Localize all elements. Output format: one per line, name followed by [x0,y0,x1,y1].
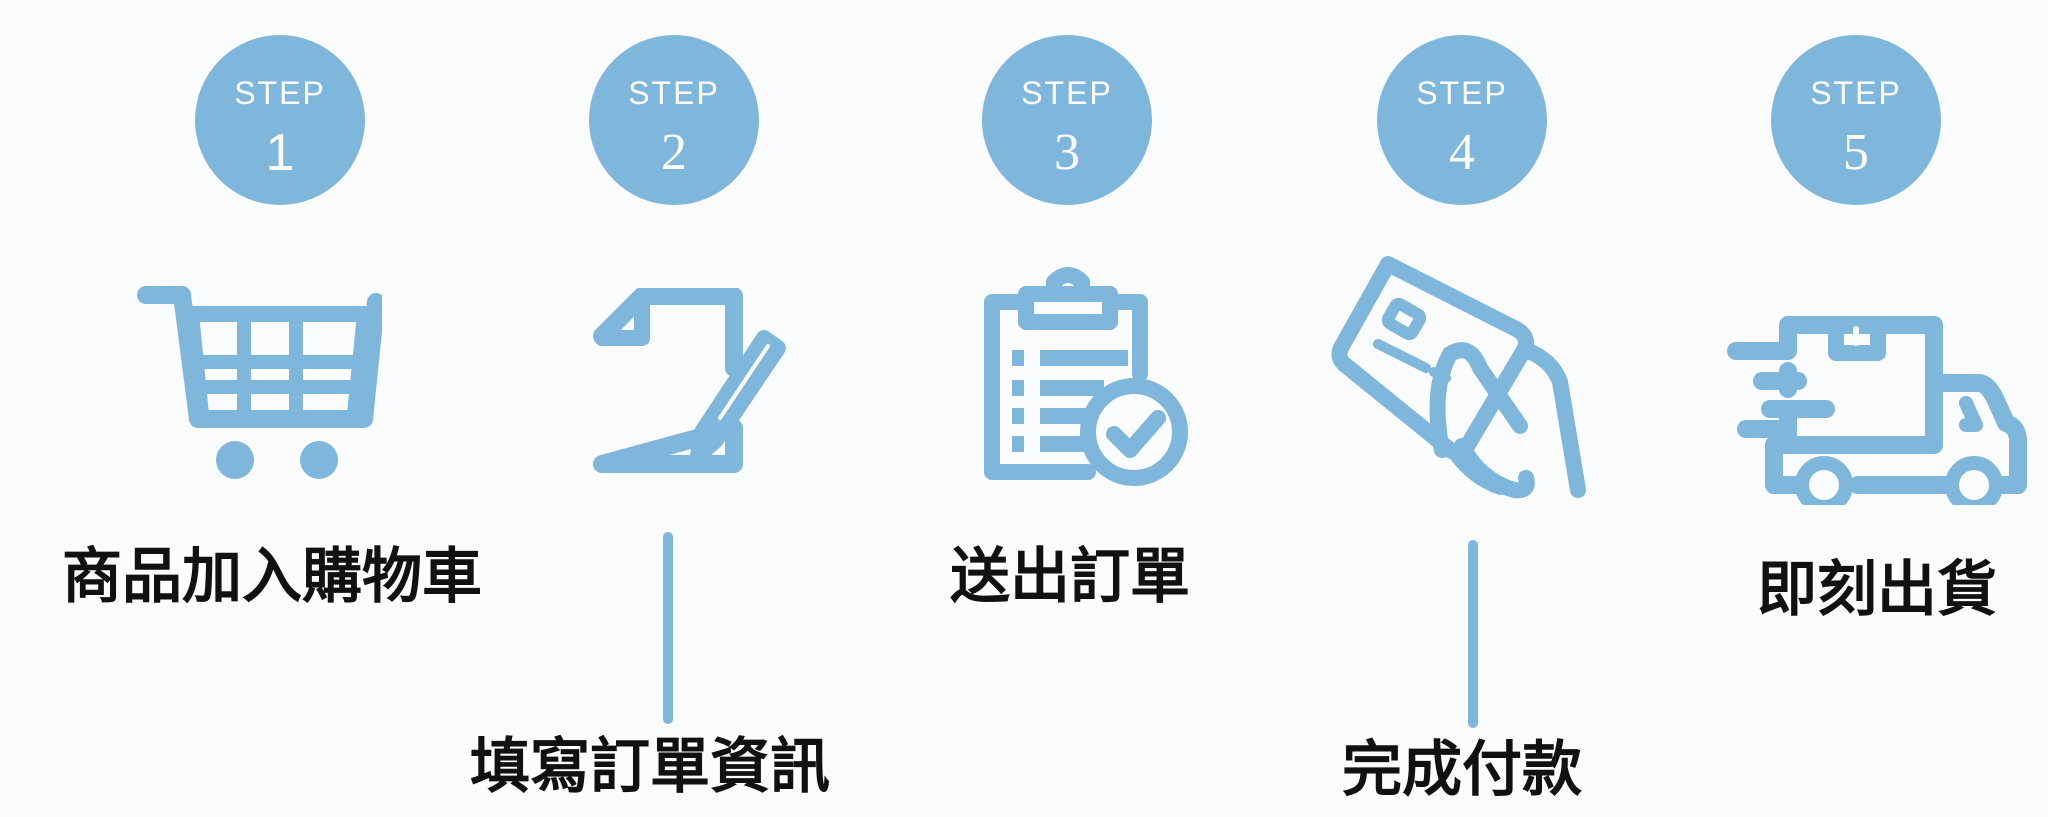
connector-line-step-2 [663,532,673,724]
step-2-label: 填寫訂單資訊 [470,732,830,802]
step-word: STEP [234,75,326,111]
shopping-cart-icon [136,284,382,480]
step-3-badge: STEP 3 [982,35,1152,205]
step-1-badge: STEP 1 [195,35,365,205]
step-5-badge: STEP 5 [1771,35,1941,205]
step-4-badge: STEP 4 [1377,35,1547,205]
document-pencil-icon [592,288,792,474]
delivery-truck-icon [1718,305,2030,505]
step-number: 2 [661,124,687,181]
connector-line-step-4 [1468,540,1478,728]
step-3-label: 送出訂單 [950,542,1190,612]
step-word: STEP [628,75,720,111]
credit-card-hand-icon [1330,250,1592,502]
step-5-label: 即刻出貨 [1757,555,1997,625]
step-1-label: 商品加入購物車 [62,542,482,612]
step-word: STEP [1416,75,1508,111]
step-word: STEP [1021,75,1113,111]
step-number: 1 [265,124,295,182]
step-number: 3 [1054,124,1080,181]
step-number: 5 [1843,124,1869,181]
clipboard-check-icon [978,264,1190,488]
step-word: STEP [1810,75,1902,111]
step-4-label: 完成付款 [1342,735,1582,805]
step-number: 4 [1449,124,1475,181]
step-2-badge: STEP 2 [589,35,759,205]
